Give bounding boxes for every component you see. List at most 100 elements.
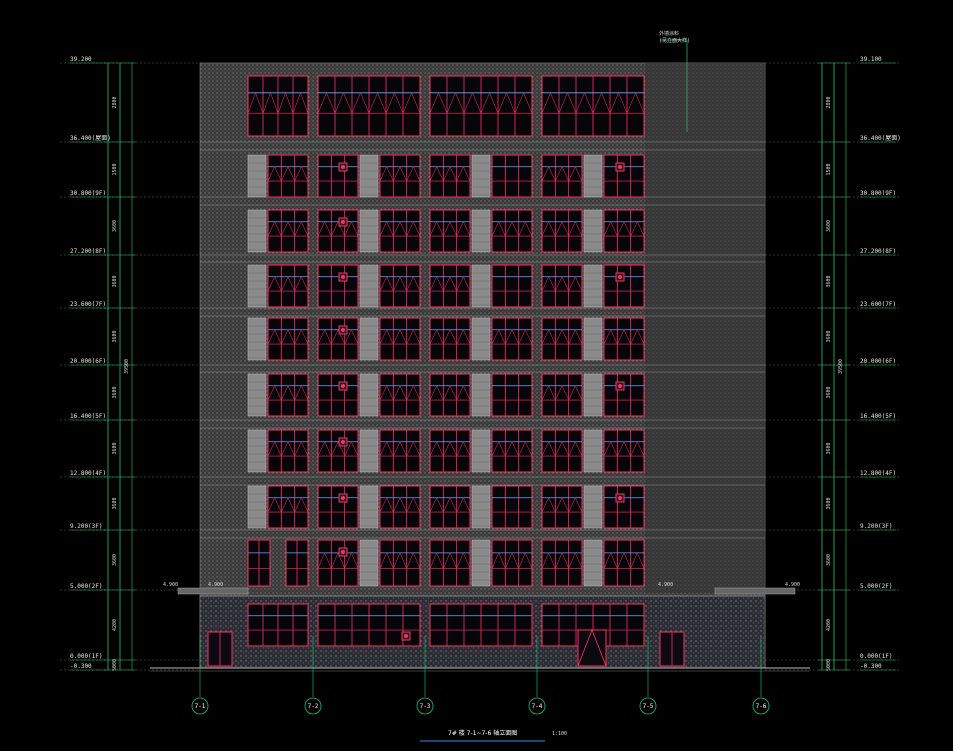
window-swing-mark — [630, 221, 645, 237]
window-bay — [603, 539, 645, 587]
window-frame — [317, 209, 359, 253]
vent-dot — [341, 440, 345, 444]
window-swing-mark — [491, 552, 506, 569]
dim-value: 2800 — [112, 96, 118, 108]
window-frame — [491, 154, 533, 198]
window-frame — [317, 485, 359, 529]
window-swing-mark — [518, 329, 533, 345]
window-bay — [267, 154, 309, 198]
facade-panel — [471, 154, 491, 198]
window-bay — [491, 154, 533, 198]
window-frame — [603, 485, 645, 529]
window-swing-mark — [406, 385, 421, 401]
window-swing-mark — [393, 497, 407, 513]
dim-value: 4200 — [112, 619, 118, 631]
window-swing-mark — [541, 221, 556, 237]
facade-side-band — [645, 63, 765, 593]
window-swing-mark — [281, 441, 295, 457]
dim-value: 3600 — [826, 442, 832, 454]
panel-body — [583, 154, 603, 198]
dim-value: 5000 — [826, 659, 832, 671]
window-frame — [603, 539, 645, 587]
level-elevation: 20.000(6F) — [860, 358, 896, 365]
window-frame — [603, 373, 645, 417]
window-bay — [429, 209, 471, 253]
window-swing-mark — [630, 441, 645, 457]
level-elevation: 30.800(9F) — [70, 190, 106, 197]
window-bay — [603, 429, 645, 473]
dim-value: 3600 — [112, 386, 118, 398]
facade-panel — [247, 154, 267, 198]
window-frame — [491, 539, 533, 587]
window-frame — [317, 264, 359, 308]
facade-panel — [247, 209, 267, 253]
window-swing-mark — [443, 166, 457, 182]
window-frame — [379, 539, 421, 587]
facade-panel — [247, 429, 267, 473]
window-bay — [429, 154, 471, 198]
window-bay — [317, 485, 359, 529]
window-swing-mark — [630, 329, 645, 345]
facade-panel — [471, 373, 491, 417]
window-frame — [541, 209, 583, 253]
vent-dot — [618, 384, 622, 388]
panel-body — [583, 317, 603, 361]
window-frame — [541, 429, 583, 473]
window-frame — [267, 264, 309, 308]
window-swing-mark — [294, 276, 309, 292]
window-swing-mark — [281, 166, 295, 182]
window-frame — [317, 317, 359, 361]
window-swing-mark — [406, 276, 421, 292]
facade-panel — [471, 539, 491, 587]
window-swing-mark — [247, 92, 264, 114]
level-elevation: 20.000(6F) — [70, 358, 106, 365]
window-bay — [429, 264, 471, 308]
window-swing-mark — [344, 552, 359, 569]
window-bay — [267, 317, 309, 361]
window-swing-mark — [393, 552, 407, 569]
vent-dot — [618, 165, 622, 169]
level-elevation: 9.200(3F) — [860, 523, 893, 530]
window-swing-mark — [351, 92, 370, 114]
window-swing-mark — [385, 92, 404, 114]
window-bay — [317, 209, 359, 253]
facade-panel — [359, 317, 379, 361]
window-swing-mark — [368, 92, 387, 114]
title-block: 7# 楼 7-1~7-6 轴立面图 1:100 — [420, 729, 567, 742]
vent — [615, 381, 625, 391]
window-swing-mark — [617, 329, 631, 345]
window-swing-mark — [344, 221, 359, 237]
window-bay — [379, 373, 421, 417]
canopy-label: 4.900 — [785, 582, 800, 588]
window-frame — [267, 429, 309, 473]
window-swing-mark — [555, 276, 569, 292]
window-frame — [541, 373, 583, 417]
window-swing-mark — [575, 92, 594, 114]
level-elevation: 0.000(1F) — [70, 653, 103, 660]
vent-dot — [341, 496, 345, 500]
window-bay — [491, 209, 533, 253]
dim-value: 2800 — [826, 96, 832, 108]
window-swing-mark — [541, 497, 556, 513]
window-top-floor — [429, 75, 533, 137]
dim-value: 1500 — [826, 163, 832, 175]
panel-body — [583, 429, 603, 473]
canopy-right — [714, 587, 796, 595]
dim-value: 4200 — [826, 619, 832, 631]
level-elevation: 39.200 — [70, 56, 92, 63]
window-swing-mark — [281, 497, 295, 513]
window-swing-mark — [393, 385, 407, 401]
window-top-floor — [541, 75, 645, 137]
panel-body — [471, 429, 491, 473]
window-bay — [491, 317, 533, 361]
window-frame — [429, 154, 471, 198]
window-bay — [541, 264, 583, 308]
window-swing-mark — [379, 329, 394, 345]
window-swing-mark — [393, 221, 407, 237]
window-swing-mark — [456, 497, 471, 513]
panel-body — [359, 154, 379, 198]
window-bay — [603, 373, 645, 417]
window-swing-mark — [443, 221, 457, 237]
panel-body — [247, 209, 267, 253]
window-frame — [603, 209, 645, 253]
